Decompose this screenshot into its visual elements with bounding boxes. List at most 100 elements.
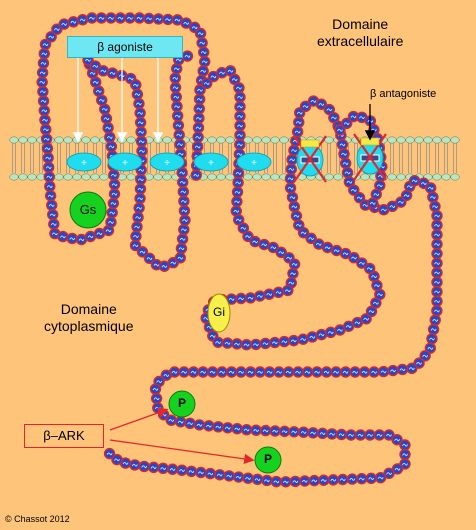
bead-highlight [205,424,212,428]
bead-highlight [295,224,302,227]
amino-acid-bead [106,67,119,79]
bead-highlight [96,232,103,236]
bead-highlight [40,99,47,103]
amino-acid-bead [351,316,364,329]
bead-highlight [137,121,144,125]
bead-highlight [175,58,182,62]
amino-acid-bead [39,114,51,126]
lipid-head [27,136,37,144]
bead-highlight [367,433,373,437]
bead-highlight [350,189,357,192]
bead-highlight [200,69,207,73]
bead-highlight [406,185,413,189]
bead-highlight [402,443,408,447]
bead-highlight [172,76,179,80]
amino-acid-bead [297,426,310,438]
bead-highlight [173,95,180,99]
receptor-binding-site [236,152,272,172]
amino-acid-bead [231,195,243,208]
amino-acid-bead [45,31,57,43]
amino-acid-bead [270,475,283,488]
amino-acid-bead [429,314,441,326]
amino-acid-bead [43,171,55,183]
bead-highlight [341,152,347,156]
amino-acid-bead [185,465,198,478]
bead-highlight [327,331,334,334]
lipid-head [396,173,406,181]
bead-highlight [110,173,117,177]
bead-highlight [427,347,434,350]
amino-acid-bead [278,425,291,438]
amino-acid-bead [152,13,165,25]
amino-acid-bead [193,419,206,431]
bead-highlight [42,118,48,122]
bead-highlight [174,18,181,22]
bead-highlight [324,246,331,250]
amino-acid-bead [286,191,299,204]
lipid-head [207,173,217,181]
amino-acid-bead [431,276,443,288]
bead-highlight [196,98,203,101]
bead-highlight [238,297,244,301]
bead-highlight [292,480,299,484]
amino-acid-bead [184,417,196,430]
amino-acid-bead [321,241,334,254]
bead-highlight [209,334,216,338]
amino-acid-bead [250,338,262,351]
bead-highlight [235,218,242,222]
amino-acid-bead [132,211,144,224]
bead-highlight [369,202,376,205]
bead-highlight [290,272,296,276]
beta-ark-label: β–ARK [24,424,104,448]
amino-acid-bead [261,474,273,487]
amino-acid-bead [178,223,190,236]
bead-highlight [193,174,200,177]
amino-acid-bead [134,107,146,119]
bead-highlight [434,281,440,284]
bead-highlight [394,438,400,442]
bead-highlight [132,83,139,87]
amino-acid-bead [431,267,443,279]
lipid-head [261,136,271,144]
amino-acid-bead [429,200,441,213]
lipid-head [126,136,136,144]
amino-acid-bead [97,65,109,77]
bead-highlight [237,105,243,109]
bead-highlight [309,335,316,339]
plus-sign: + [122,158,128,169]
bead-highlight [238,370,244,374]
amino-acid-bead [328,112,340,124]
bead-highlight [403,194,410,198]
amino-acid-bead [232,176,244,189]
bead-highlight [171,370,178,374]
amino-acid-bead [291,125,304,138]
amino-acid-bead [133,97,145,110]
bead-highlight [237,134,243,137]
bead-highlight [362,204,369,207]
lipid-head [360,173,370,181]
amino-acid-bead [358,366,371,378]
amino-acid-bead [44,190,57,202]
bead-highlight [342,252,349,256]
amino-acid-bead [391,434,403,446]
bead-highlight [411,179,418,183]
lipid-head [162,136,172,144]
bead-highlight [304,370,311,374]
amino-acid-bead [84,230,97,243]
lipid-head [270,173,280,181]
bead-highlight [402,462,408,466]
bead-highlight [338,433,345,437]
bead-highlight [240,227,247,230]
bead-highlight [320,479,327,482]
amino-acid-bead [427,323,440,336]
bead-highlight [399,368,406,372]
amino-acid-bead [174,416,187,428]
bead-highlight [359,116,365,119]
plus-sign: + [164,158,170,169]
bead-highlight [180,190,187,194]
bead-highlight [429,196,436,199]
amino-acid-bead [172,119,185,132]
amino-acid-bead [187,366,200,378]
amino-acid-bead [299,100,312,112]
